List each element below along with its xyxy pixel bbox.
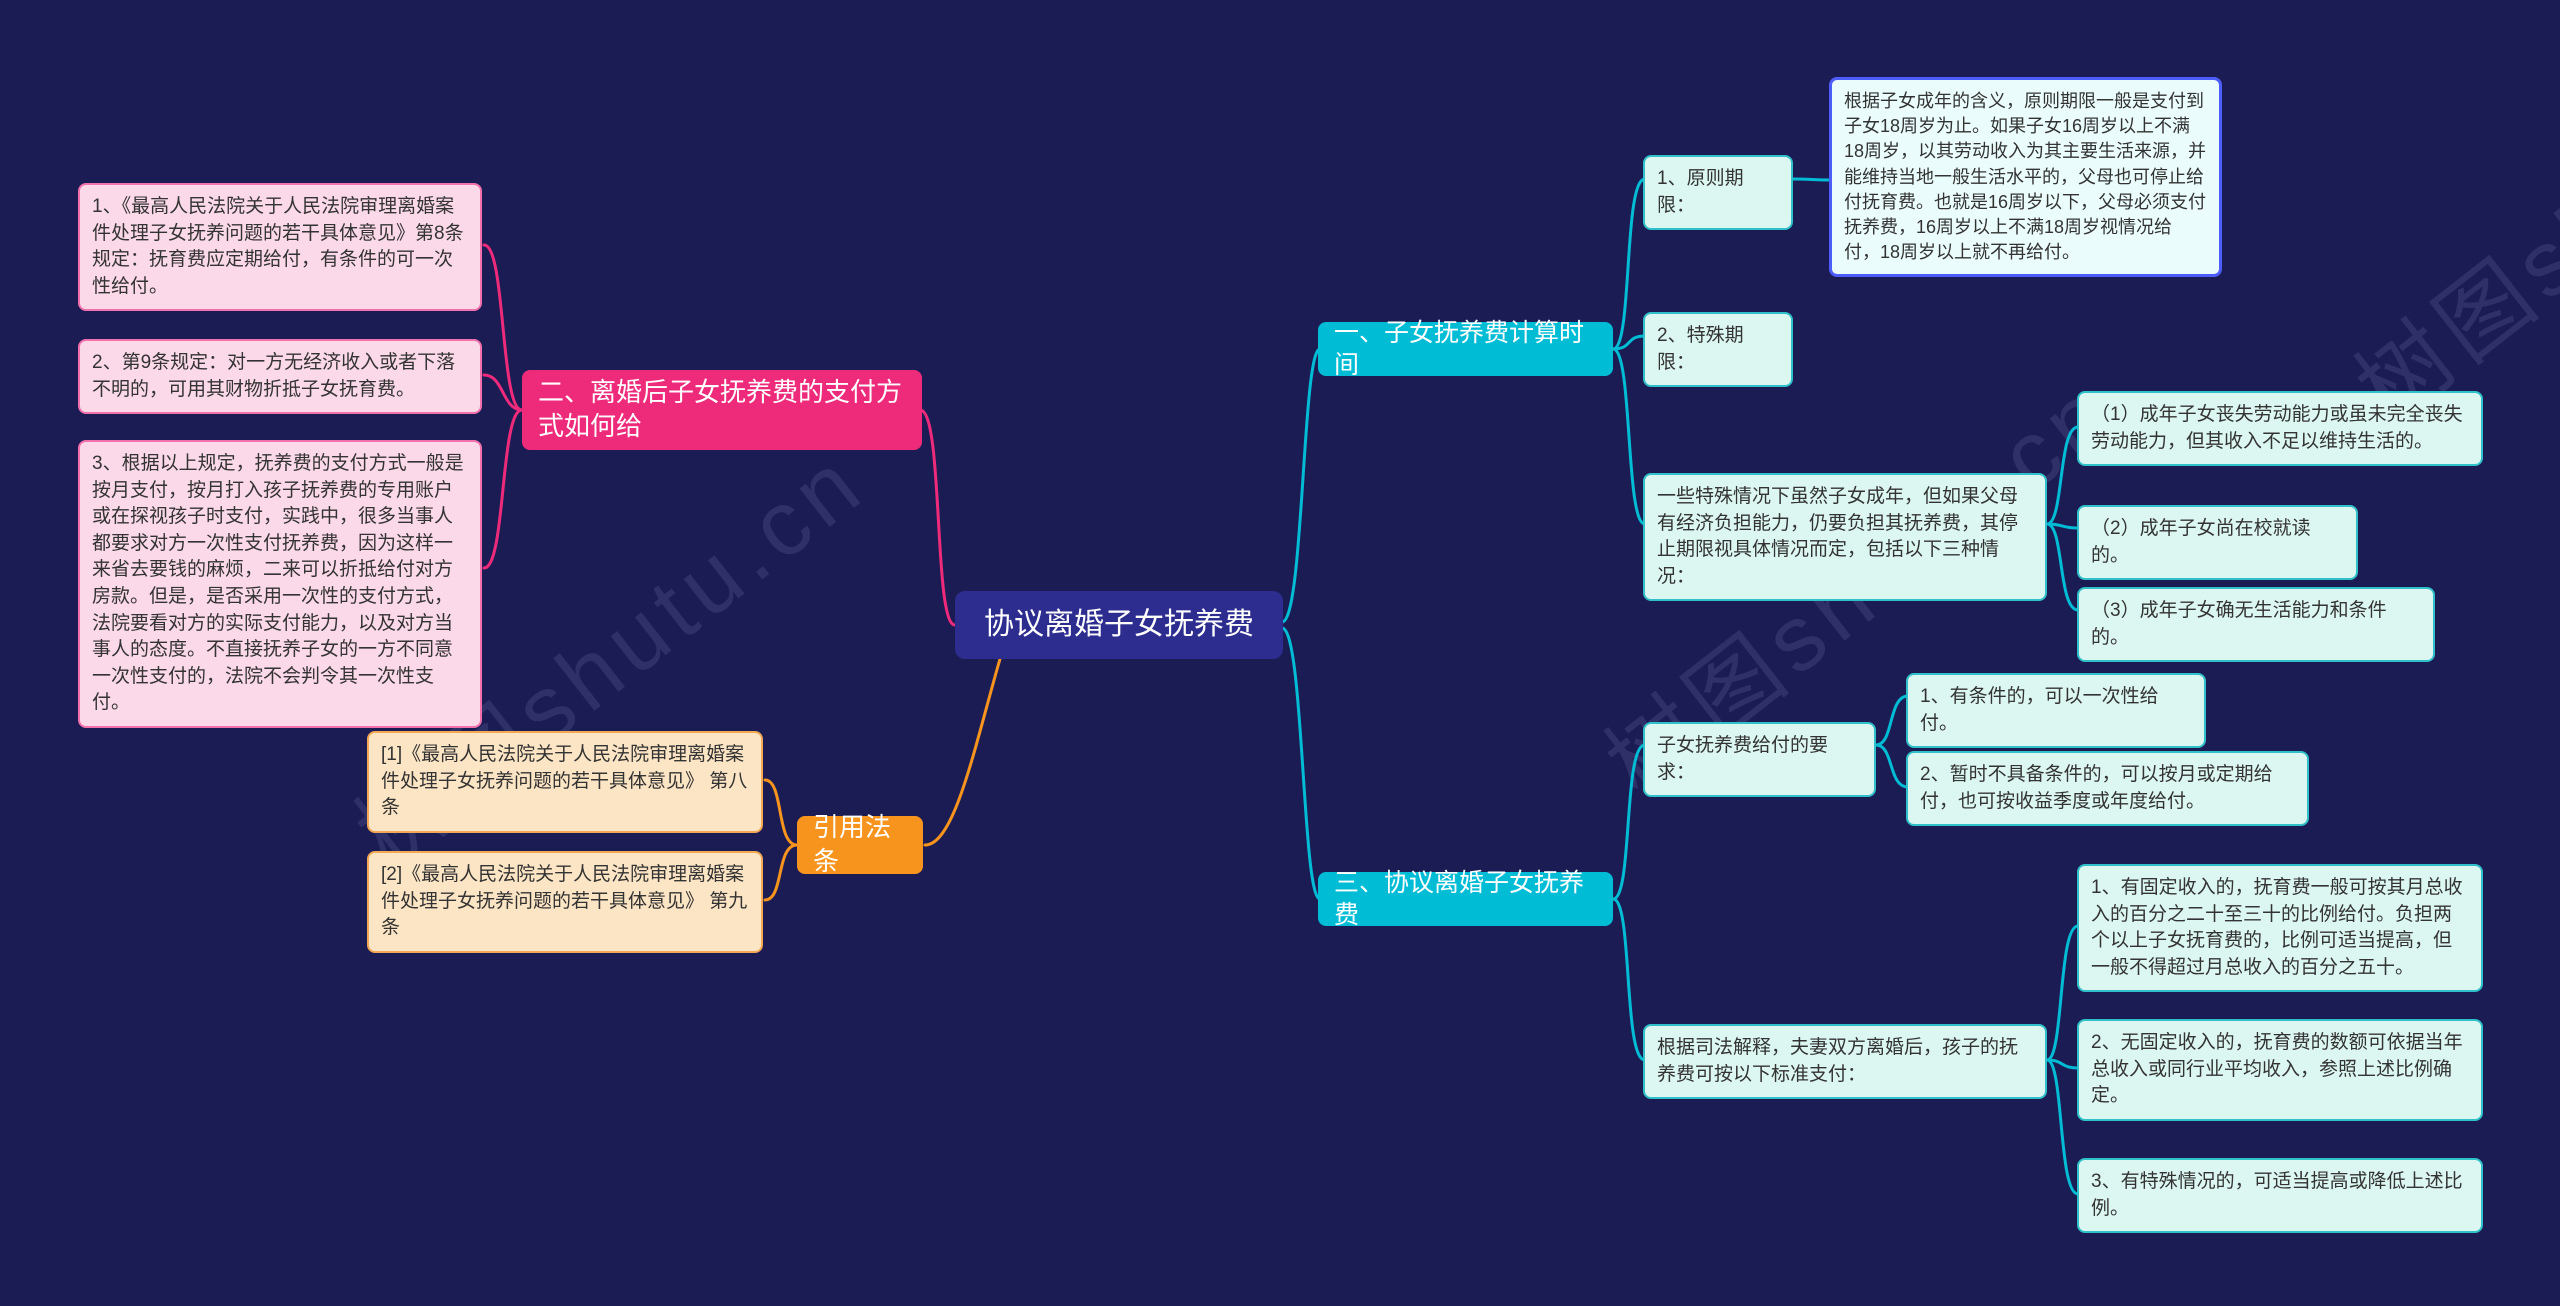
root-node[interactable]: 协议离婚子女抚养费 [955,591,1283,659]
requirement-item-2[interactable]: 2、暂时不具备条件的，可以按月或定期给付，也可按收益季度或年度给付。 [1906,751,2309,827]
edge-special-to-case1 [2045,425,2080,526]
branch-time-node[interactable]: 一、子女抚养费计算时间 [1318,319,1613,379]
edge-standard-to-3 [2045,1058,2080,1196]
edge-payment-to-2 [482,373,524,412]
requirement-label-node[interactable]: 子女抚养费给付的要求： [1643,722,1876,798]
branch-agreement-node[interactable]: 三、协议离婚子女抚养费 [1318,869,1613,929]
edge-special-to-case3 [2045,522,2080,612]
edge-time-to-special-detail [1611,347,1647,526]
edge-standard-to-2 [2045,1058,2080,1070]
citation-item-1[interactable]: [1]《最高人民法院关于人民法院审理离婚案件处理子女抚养问题的若干具体意见》 第… [367,731,763,833]
edge-citation-to-2 [763,843,799,902]
edge-requirement-to-2 [1874,743,1910,789]
special-label-node[interactable]: 2、特殊期限： [1643,312,1793,388]
payment-item-2[interactable]: 2、第9条规定：对一方无经济收入或者下落不明的，可用其财物折抵子女抚育费。 [78,339,482,415]
payment-item-3[interactable]: 3、根据以上规定，抚养费的支付方式一般是按月支付，按月打入孩子抚养费的专用账户或… [78,440,482,728]
special-case-1[interactable]: （1）成年子女丧失劳动能力或虽未完全丧失劳动能力，但其收入不足以维持生活的。 [2077,391,2483,467]
edge-agreement-to-standard [1611,897,1647,1062]
branch-payment-node[interactable]: 二、离婚后子女抚养费的支付方式如何给 [522,370,922,450]
edge-time-to-principle [1611,177,1647,351]
requirement-item-1[interactable]: 1、有条件的，可以一次性给付。 [1906,673,2206,749]
edge-time-to-special [1611,334,1647,351]
payment-item-1[interactable]: 1、《最高人民法院关于人民法院审理离婚案件处理子女抚养问题的若干具体意见》第8条… [78,183,482,312]
special-detail-node[interactable]: 一些特殊情况下虽然子女成年，但如果父母有经济负担能力，仍要负担其抚养费，其停止期… [1643,473,2047,602]
edge-requirement-to-1 [1874,694,1910,747]
edge-citation-to-1 [763,778,799,847]
edge-agreement-to-requirement [1611,743,1647,901]
principle-label-node[interactable]: 1、原则期限： [1643,155,1793,231]
standard-item-2[interactable]: 2、无固定收入的，抚育费的数额可依据当年总收入或同行业平均收入，参照上述比例确定… [2077,1019,2483,1121]
standard-item-3[interactable]: 3、有特殊情况的，可适当提高或降低上述比例。 [2077,1158,2483,1234]
edge-center-to-time [1280,347,1322,624]
principle-detail-node[interactable]: 根据子女成年的含义，原则期限一般是支付到子女18周岁为止。如果子女16周岁以上不… [1829,77,2222,278]
edge-payment-to-1 [482,243,524,412]
standard-label-node[interactable]: 根据司法解释，夫妻双方离婚后，孩子的抚养费可按以下标准支付： [1643,1024,2047,1100]
edge-center-to-agreement [1280,626,1322,901]
special-case-3[interactable]: （3）成年子女确无生活能力和条件的。 [2077,587,2435,663]
citation-item-2[interactable]: [2]《最高人民法院关于人民法院审理离婚案件处理子女抚养问题的若干具体意见》 第… [367,851,763,953]
edge-center-to-citation [923,657,1002,847]
edge-principle-to-detail [1791,177,1832,182]
edge-center-to-payment [918,408,957,627]
special-case-2[interactable]: （2）成年子女尚在校就读的。 [2077,505,2358,581]
branch-citation-node[interactable]: 引用法条 [797,812,923,876]
standard-item-1[interactable]: 1、有固定收入的，抚育费一般可按其月总收入的百分之二十至三十的比例给付。负担两个… [2077,864,2483,993]
edge-payment-to-3 [482,408,524,570]
edge-standard-to-1 [2045,924,2080,1062]
